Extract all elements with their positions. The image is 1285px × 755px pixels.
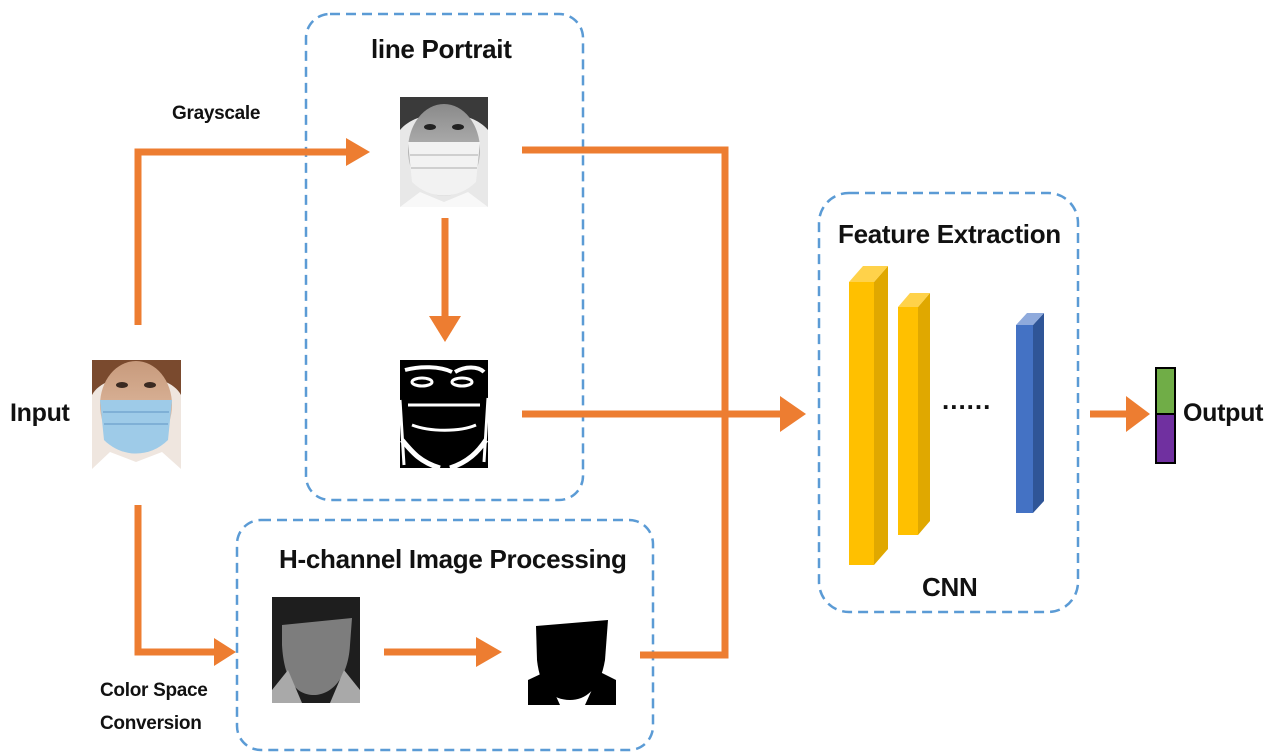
output-vector <box>1155 367 1176 464</box>
arrow-heads <box>214 138 1150 667</box>
line-portrait-box <box>304 12 585 502</box>
h-channel-title: H-channel Image Processing <box>279 544 627 574</box>
connectors <box>134 146 1128 659</box>
h-channel-mask-image <box>528 597 616 705</box>
feature-extraction-title: Feature Extraction <box>838 219 1061 249</box>
group-boxes <box>235 12 1080 752</box>
arrow-head-color-space <box>214 638 236 666</box>
arrow-head-to-output <box>1126 396 1150 432</box>
output-vector-top <box>1155 367 1176 415</box>
cnn-layer-2 <box>898 293 930 535</box>
h-channel-box <box>235 518 655 752</box>
cnn-label: CNN <box>922 572 978 602</box>
color-space-label-line2: Conversion <box>100 713 202 734</box>
grayscale-label: Grayscale <box>172 103 261 124</box>
color-space-branch-line <box>134 505 218 656</box>
grayscale-face-image <box>400 97 488 207</box>
arrow-head-grayscale <box>346 138 370 166</box>
grayscale-branch-line <box>134 148 348 325</box>
h-channel-image <box>272 597 360 703</box>
layer-ellipsis: ...... <box>942 385 992 415</box>
cnn-layer-1 <box>849 266 888 565</box>
line-portrait-title: line Portrait <box>371 34 512 64</box>
gray-face-to-merge-line <box>522 146 729 659</box>
output-label: Output <box>1183 399 1264 427</box>
cnn-layers <box>849 266 1044 565</box>
arrow-head-h-channel <box>476 637 502 667</box>
input-face-image <box>92 360 181 469</box>
feature-extraction-box <box>817 191 1080 614</box>
cnn-layer-last <box>1016 313 1044 513</box>
arrow-head-portrait-down <box>429 316 461 342</box>
color-space-label-line1: Color Space <box>100 680 208 701</box>
line-portrait-image <box>398 360 490 471</box>
arrow-head-to-cnn <box>780 396 806 432</box>
input-label: Input <box>10 399 70 427</box>
output-vector-bottom <box>1155 413 1176 464</box>
